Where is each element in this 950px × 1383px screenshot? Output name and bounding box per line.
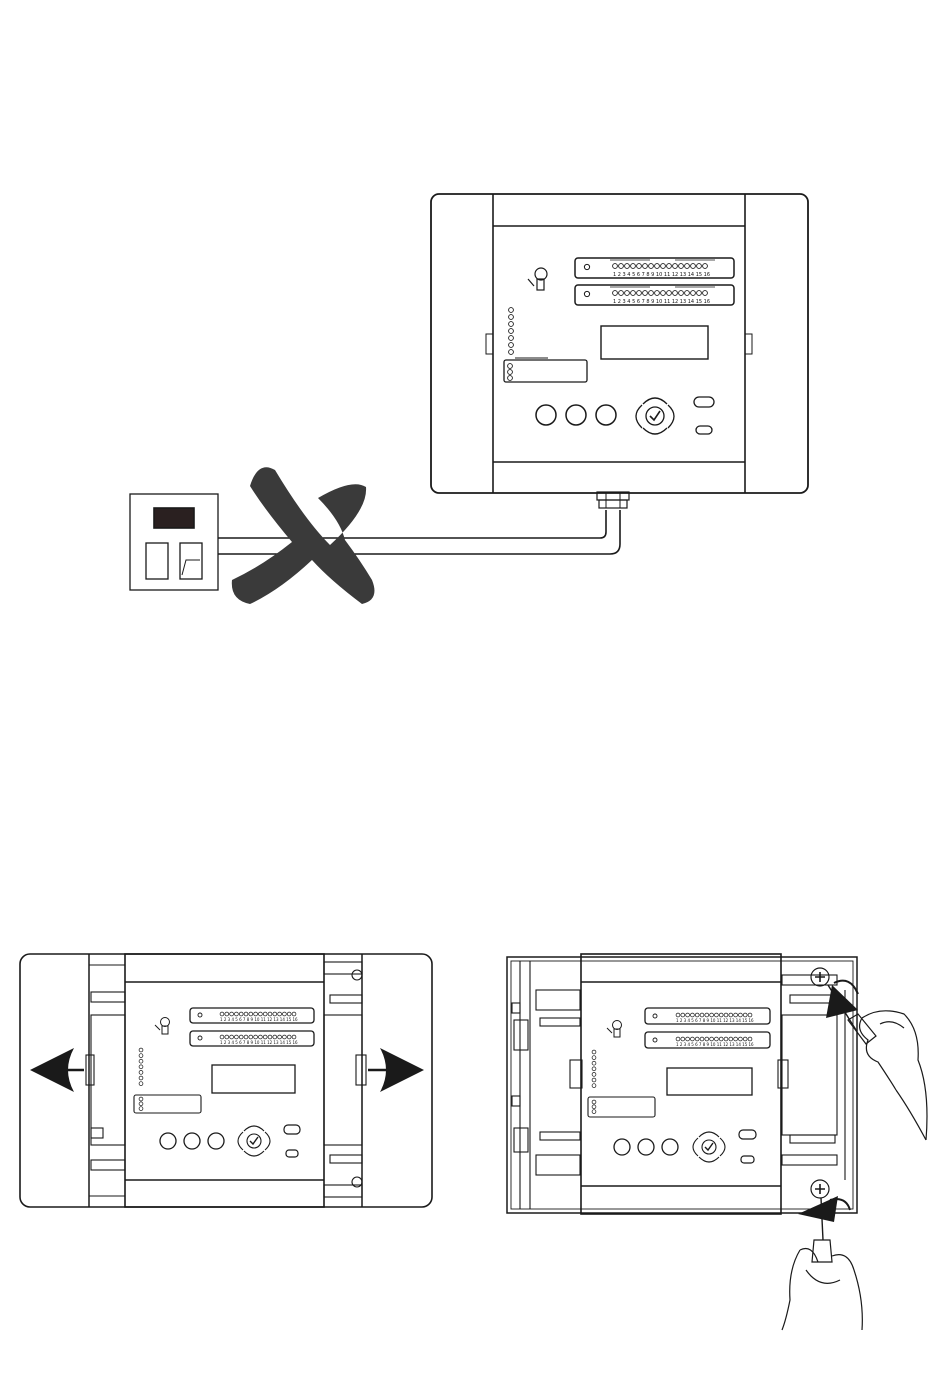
lcd-display: [601, 326, 708, 359]
br-status-leds: [592, 1050, 596, 1087]
bl-dpad-icon: [238, 1126, 270, 1156]
key-icon: [528, 268, 547, 290]
br-led-bar-1-numbers: 1 2 3 4 5 6 7 8 9 10 11 12 13 14 15 16: [676, 1018, 754, 1023]
led-bar-1: 1 2 3 4 5 6 7 8 9 10 11 12 13 14 15 16: [575, 258, 734, 278]
round-button-1: [536, 405, 556, 425]
br-key-icon: [607, 1021, 622, 1038]
led-bar-2: 1 2 3 4 5 6 7 8 9 10 11 12 13 14 15 16: [575, 285, 734, 305]
bl-key-icon: [155, 1018, 170, 1035]
switch-box-icon: [130, 494, 218, 590]
br-led-bar-2-numbers: 1 2 3 4 5 6 7 8 9 10 11 12 13 14 15 16: [676, 1042, 754, 1047]
round-button-3: [596, 405, 616, 425]
rail-left: [86, 965, 125, 1196]
bl-led-bar-2-numbers: 1 2 3 4 5 6 7 8 9 10 11 12 13 14 15 16: [220, 1040, 298, 1045]
prohibited-x-icon: [232, 467, 375, 604]
bl-status-leds: [139, 1048, 143, 1085]
dpad-icon: [636, 398, 674, 434]
screwdriver-hand-icon: [828, 985, 927, 1140]
br-lcd-display: [667, 1068, 752, 1095]
bl-lcd-display: [212, 1065, 295, 1093]
control-unit-icon: 1 2 3 4 5 6 7 8 9 10 11 12 13 14 15 16 1…: [431, 194, 808, 493]
br-dpad-icon: [693, 1132, 725, 1162]
led-bar-2-numbers: 1 2 3 4 5 6 7 8 9 10 11 12 13 14 15 16: [613, 299, 710, 305]
status-leds: [509, 308, 514, 355]
br-rail-left: [512, 961, 582, 1209]
arrow-right-icon: [368, 1048, 424, 1092]
bl-led-bar-1-numbers: 1 2 3 4 5 6 7 8 9 10 11 12 13 14 15 16: [220, 1017, 298, 1022]
menu-button: [694, 397, 714, 407]
bottom-right-figure: 1 2 3 4 5 6 7 8 9 10 11 12 13 14 15 16 1…: [507, 954, 927, 1330]
led-bar-1-numbers: 1 2 3 4 5 6 7 8 9 10 11 12 13 14 15 16: [613, 272, 710, 278]
top-figure: 1 2 3 4 5 6 7 8 9 10 11 12 13 14 15 16 1…: [130, 194, 808, 604]
rail-right: [324, 962, 366, 1197]
bottom-left-figure: 1 2 3 4 5 6 7 8 9 10 11 12 13 14 15 16 1…: [20, 954, 432, 1207]
cable-gland-icon: [597, 492, 629, 508]
aux-panel: [504, 358, 587, 382]
screwdriver-hand-bottom-icon: [782, 1198, 862, 1330]
arrow-left-icon: [30, 1048, 84, 1092]
round-button-2: [566, 405, 586, 425]
back-button: [696, 426, 712, 434]
